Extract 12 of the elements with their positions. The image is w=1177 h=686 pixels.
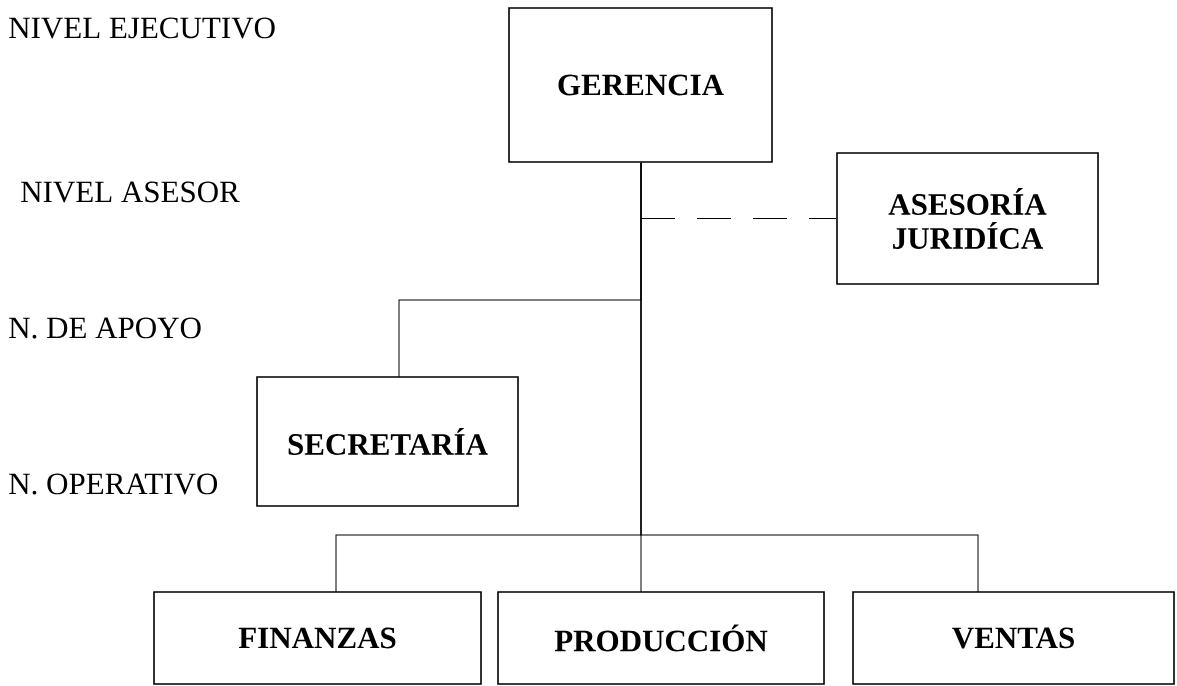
connector-line — [640, 218, 837, 219]
org-box: FINANZAS — [153, 591, 482, 685]
level-label: N. OPERATIVO — [9, 473, 218, 495]
org-box: VENTAS — [852, 591, 1175, 685]
org-box: PRODUCCIÓN — [497, 591, 825, 685]
org-box: GERENCIA — [508, 7, 773, 163]
level-label: NIVEL ASESOR — [21, 181, 240, 203]
level-label: NIVEL EJECUTIVO — [9, 17, 275, 39]
level-label: N. DE APOYO — [9, 317, 201, 339]
connector-line — [640, 162, 979, 593]
org-box: SECRETARÍA — [256, 376, 519, 507]
org-box: ASESORÍA JURIDÍCA — [836, 152, 1099, 285]
